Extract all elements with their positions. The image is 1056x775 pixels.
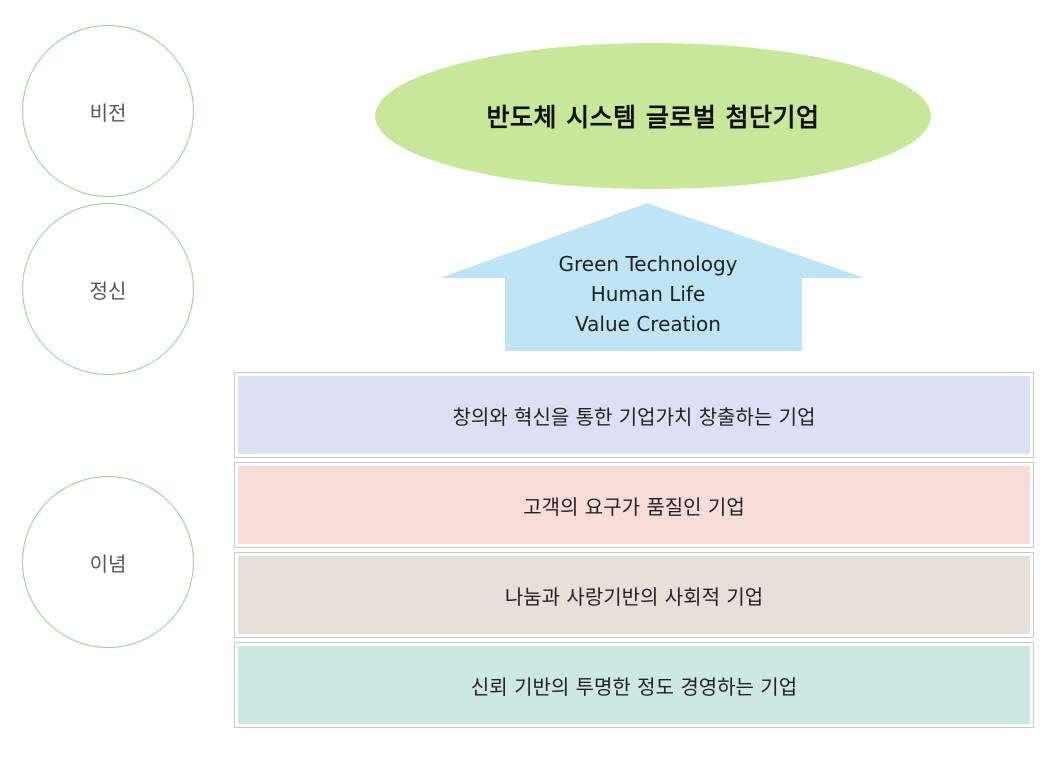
spirit-line-1: Green Technology bbox=[558, 252, 738, 276]
philosophy-item-text: 창의와 혁신을 통한 기업가치 창출하는 기업 bbox=[452, 404, 816, 429]
philosophy-label-circle: 이념 bbox=[22, 476, 194, 648]
vision-text: 반도체 시스템 글로벌 첨단기업 bbox=[486, 103, 820, 132]
spirit-line-2: Human Life bbox=[590, 282, 706, 306]
spirit-label: 정신 bbox=[89, 278, 127, 303]
philosophy-label: 이념 bbox=[89, 551, 127, 576]
philosophy-item: 고객의 요구가 품질인 기업 bbox=[234, 462, 1034, 548]
philosophy-item: 창의와 혁신을 통한 기업가치 창출하는 기업 bbox=[234, 372, 1034, 458]
philosophy-item-fill: 창의와 혁신을 통한 기업가치 창출하는 기업 bbox=[238, 376, 1030, 454]
philosophy-item-text: 신뢰 기반의 투명한 정도 경영하는 기업 bbox=[470, 674, 798, 699]
philosophy-item: 나눔과 사랑기반의 사회적 기업 bbox=[234, 552, 1034, 638]
vision-ellipse: 반도체 시스템 글로벌 첨단기업 bbox=[375, 43, 931, 189]
vision-label-circle: 비전 bbox=[22, 25, 194, 197]
philosophy-item: 신뢰 기반의 투명한 정도 경영하는 기업 bbox=[234, 642, 1034, 728]
up-arrow-icon bbox=[440, 203, 865, 351]
spirit-line-3: Value Creation bbox=[575, 312, 721, 336]
philosophy-item-text: 고객의 요구가 품질인 기업 bbox=[523, 494, 745, 519]
up-arrow-shape bbox=[440, 203, 865, 351]
spirit-label-circle: 정신 bbox=[22, 203, 194, 375]
philosophy-list: 창의와 혁신을 통한 기업가치 창출하는 기업 고객의 요구가 품질인 기업 나… bbox=[234, 372, 1034, 732]
spirit-arrow: Green Technology Human Life Value Creati… bbox=[440, 203, 865, 351]
philosophy-item-fill: 나눔과 사랑기반의 사회적 기업 bbox=[238, 556, 1030, 634]
philosophy-item-fill: 신뢰 기반의 투명한 정도 경영하는 기업 bbox=[238, 646, 1030, 724]
spirit-text-block: Green Technology Human Life Value Creati… bbox=[440, 249, 856, 339]
vision-label: 비전 bbox=[89, 100, 127, 125]
philosophy-item-text: 나눔과 사랑기반의 사회적 기업 bbox=[504, 584, 764, 609]
philosophy-item-fill: 고객의 요구가 품질인 기업 bbox=[238, 466, 1030, 544]
